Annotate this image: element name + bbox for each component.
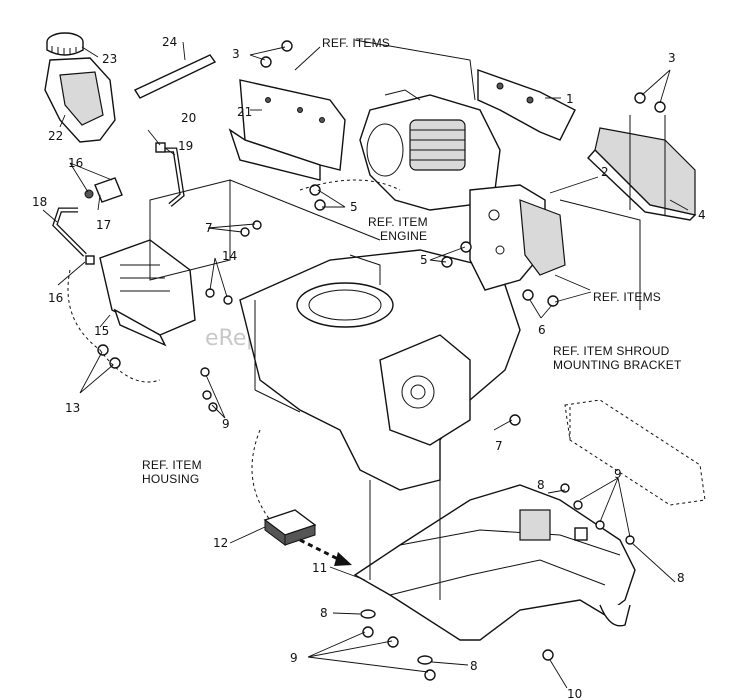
callout-7-left: 7 <box>205 221 213 235</box>
engine-drawing <box>359 89 501 211</box>
callout-15: 15 <box>94 324 109 338</box>
callout-1: 1 <box>566 92 574 106</box>
callout-5-mid: 5 <box>420 253 428 267</box>
callout-19: 19 <box>178 139 193 153</box>
clamp-20 <box>155 142 166 153</box>
ref-item-housing-line1: REF. ITEM <box>142 458 202 472</box>
fuel-line-18 <box>52 207 87 257</box>
callout-23: 23 <box>102 52 117 66</box>
fuel-filter-17 <box>84 177 123 203</box>
callout-9-left: 9 <box>222 417 230 431</box>
part-15-panel <box>99 239 196 347</box>
callout-12: 12 <box>213 536 228 550</box>
callout-16-bottom: 16 <box>48 291 63 305</box>
ref-item-shroud-line1: REF. ITEM SHROUD <box>553 344 670 358</box>
callout-13: 13 <box>65 401 80 415</box>
callout-2: 2 <box>601 165 609 179</box>
callout-16-top: 16 <box>68 156 83 170</box>
part-4-plate <box>587 127 697 221</box>
callout-18: 18 <box>32 195 47 209</box>
housing-drawing <box>239 249 521 491</box>
bottom-hardware <box>360 483 635 681</box>
callout-21: 21 <box>237 105 252 119</box>
part-2-bracket <box>469 184 566 291</box>
callout-11: 11 <box>312 561 327 575</box>
callout-9-bottom: 9 <box>290 651 298 665</box>
bottom-pan-11 <box>353 484 636 641</box>
shroud-bracket-drawing <box>564 399 706 506</box>
callout-24: 24 <box>162 35 177 49</box>
leader-lines <box>42 41 689 689</box>
callout-8-a: 8 <box>537 478 545 492</box>
callout-8-d: 8 <box>470 659 478 673</box>
part-21-bracket <box>228 79 346 181</box>
guide-lines <box>67 39 666 600</box>
callout-20: 20 <box>181 111 196 125</box>
callout-labels: 1 2 3 3 4 5 5 6 7 7 8 8 8 8 9 9 9 10 11 … <box>32 35 706 700</box>
callout-5-top: 5 <box>350 200 358 214</box>
ref-item-housing-line2: HOUSING <box>142 472 199 486</box>
callout-8-b: 8 <box>677 571 685 585</box>
part-1-bracket <box>477 69 576 141</box>
install-arrow <box>299 538 352 566</box>
ref-item-shroud-line2: MOUNTING BRACKET <box>553 358 682 372</box>
callout-4: 4 <box>698 208 706 222</box>
callout-8-c: 8 <box>320 606 328 620</box>
callout-3-left: 3 <box>232 47 240 61</box>
callout-3-right: 3 <box>668 51 676 65</box>
reference-labels: REF. ITEMS REF. ITEMS REF. ITEM ENGINE R… <box>142 36 682 486</box>
ref-item-engine-line2: ENGINE <box>380 229 427 243</box>
fuel-cap-23 <box>46 32 84 56</box>
ref-items-top: REF. ITEMS <box>322 36 390 50</box>
part-24-strip <box>133 54 217 99</box>
callout-10: 10 <box>567 687 582 700</box>
ref-items-right: REF. ITEMS <box>593 290 661 304</box>
callout-7-right: 7 <box>495 439 503 453</box>
callout-17: 17 <box>96 218 111 232</box>
callout-6: 6 <box>538 323 546 337</box>
callout-14: 14 <box>222 249 237 263</box>
ref-item-engine-line1: REF. ITEM <box>368 215 428 229</box>
callout-22: 22 <box>48 129 63 143</box>
pad-12 <box>263 509 317 546</box>
callout-9-right: 9 <box>614 467 622 481</box>
clamp-16-a <box>85 255 95 265</box>
